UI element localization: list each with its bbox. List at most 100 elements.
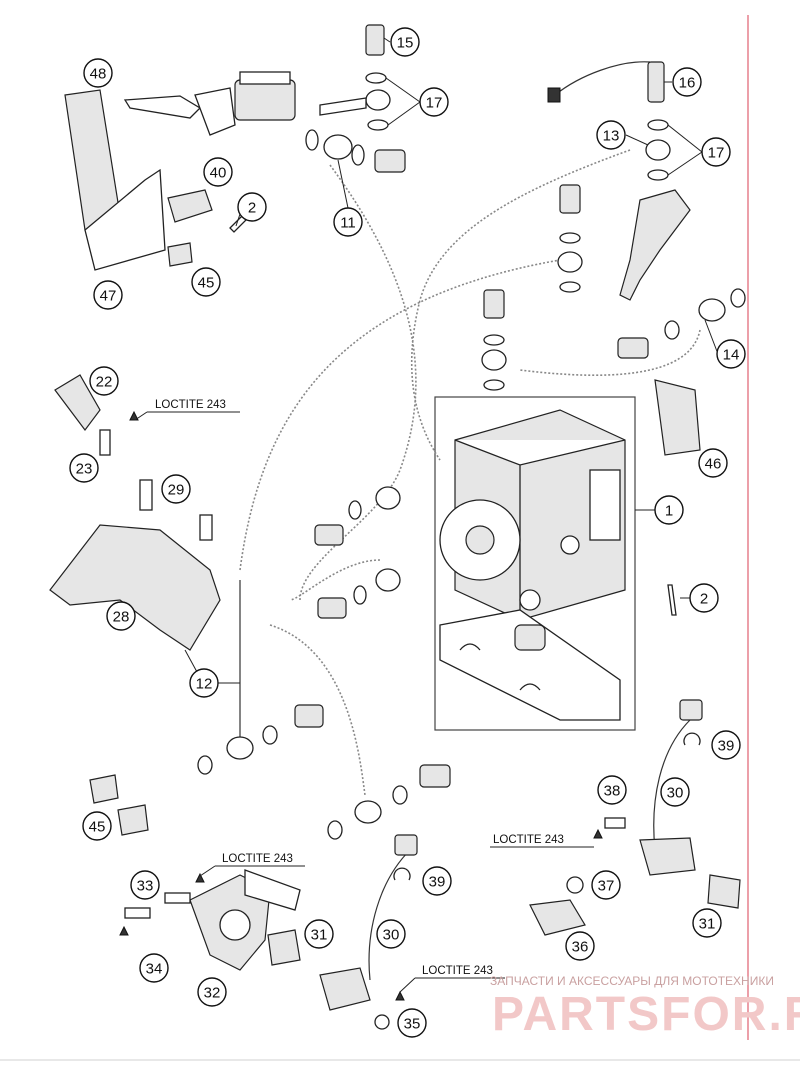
svg-text:48: 48 (90, 66, 107, 83)
bolt-29b (199, 514, 213, 541)
callout-46: 46 (698, 448, 728, 478)
svg-text:45: 45 (198, 275, 215, 292)
clip-45c (117, 804, 149, 836)
callout-16: 16 (672, 67, 702, 97)
svg-text:30: 30 (667, 785, 684, 802)
washer-abs-a (348, 500, 362, 520)
svg-text:2: 2 (700, 591, 708, 608)
callout-31: 31 (304, 919, 334, 949)
washer-12b (262, 725, 278, 745)
banjo-abs-b (375, 568, 401, 592)
master-cylinder-clamp (194, 87, 236, 136)
washer-center-b (559, 281, 581, 293)
banjo-bolt-12-bottom (419, 764, 451, 788)
abs-unit-frame (434, 396, 636, 731)
svg-text:37: 37 (598, 878, 615, 895)
svg-text:47: 47 (100, 288, 117, 305)
svg-text:40: 40 (210, 165, 227, 182)
leader-loctite-c2 (199, 865, 216, 877)
bolt-29a (139, 479, 153, 511)
callout-14: 14 (716, 339, 746, 369)
washer-17b (367, 119, 389, 131)
washer-12d (392, 785, 408, 805)
svg-text:16: 16 (679, 75, 696, 92)
drop-22 (129, 410, 139, 421)
watermark-logo: PARTSFOR.RU (492, 988, 800, 1041)
washer-17c (647, 119, 669, 131)
rear-master-cylinder (619, 189, 691, 301)
svg-text:29: 29 (168, 482, 185, 499)
caliper-bore-32 (219, 909, 251, 941)
svg-text:23: 23 (76, 461, 93, 478)
banjo-14 (698, 298, 726, 322)
drop-38 (593, 828, 603, 839)
guard-22 (54, 374, 101, 431)
holder-28 (49, 524, 221, 651)
clip-45a (167, 242, 193, 267)
callout-38: 38 (597, 775, 627, 805)
washer-11a (305, 129, 319, 151)
bolt-34 (124, 907, 151, 919)
sensor-16-cable (554, 61, 651, 96)
sensor-30b-cable (653, 719, 691, 851)
washer-mid-a (483, 334, 505, 346)
svg-text:28: 28 (113, 609, 130, 626)
clip-39a (393, 867, 411, 881)
svg-text:33: 33 (137, 878, 154, 895)
leader-14 (704, 319, 719, 355)
callout-37: 37 (591, 870, 621, 900)
brake-line-13 (410, 149, 631, 461)
ring-31a (267, 929, 301, 966)
banjo-bolt-15 (365, 24, 385, 56)
sensor-16-plug (547, 87, 561, 103)
loctite-note: LOCTITE 243 (493, 834, 564, 846)
callout-15: 15 (390, 27, 420, 57)
hose-end-upper (319, 97, 367, 116)
bolt-38 (604, 817, 626, 829)
svg-text:15: 15 (397, 35, 414, 52)
leader-11 (337, 159, 349, 209)
callout-13: 13 (596, 120, 626, 150)
sensor-30b-plug (679, 699, 703, 721)
svg-text:17: 17 (426, 95, 443, 112)
svg-text:30: 30 (383, 927, 400, 944)
abs-unit-group (434, 396, 636, 731)
abs-port-2 (519, 589, 541, 611)
screw-2b (667, 584, 677, 616)
callout-47: 47 (93, 280, 123, 310)
svg-text:12: 12 (196, 676, 213, 693)
svg-text:31: 31 (311, 927, 328, 944)
svg-text:13: 13 (603, 128, 620, 145)
svg-text:31: 31 (699, 916, 716, 933)
loctite-note: LOCTITE 243 (422, 965, 493, 977)
svg-text:45: 45 (89, 819, 106, 836)
lower-fittings (197, 486, 451, 840)
bracket-47 (84, 168, 166, 271)
banjo-11 (323, 134, 353, 160)
banjo-12-bottom (354, 800, 382, 824)
abs-pump-motor-center (465, 525, 495, 555)
brake-line-14-lower (289, 559, 381, 601)
callout-48: 48 (83, 58, 113, 88)
bolt-abs-a (314, 524, 344, 546)
abs-connector (589, 469, 621, 541)
callout-17: 17 (701, 137, 731, 167)
abs-bracket-slot-1 (459, 643, 481, 651)
svg-text:39: 39 (718, 738, 735, 755)
brake-line-14 (519, 329, 701, 376)
leader-lines (134, 37, 719, 993)
drop-35 (395, 990, 405, 1001)
callout-30: 30 (376, 919, 406, 949)
upper-fittings (305, 24, 406, 173)
bolt-abs-b (317, 597, 347, 619)
banjo-bolt-mid (483, 289, 505, 319)
washer-17d (647, 169, 669, 181)
callout-34: 34 (139, 953, 169, 983)
washer-12a (197, 755, 213, 775)
abs-bracket-slot-2 (519, 683, 541, 691)
callout-2: 2 (689, 583, 719, 613)
front-master-cylinder (123, 71, 296, 136)
loctite-note: LOCTITE 243 (222, 853, 293, 865)
callout-39: 39 (711, 730, 741, 760)
svg-text:1: 1 (665, 503, 673, 520)
